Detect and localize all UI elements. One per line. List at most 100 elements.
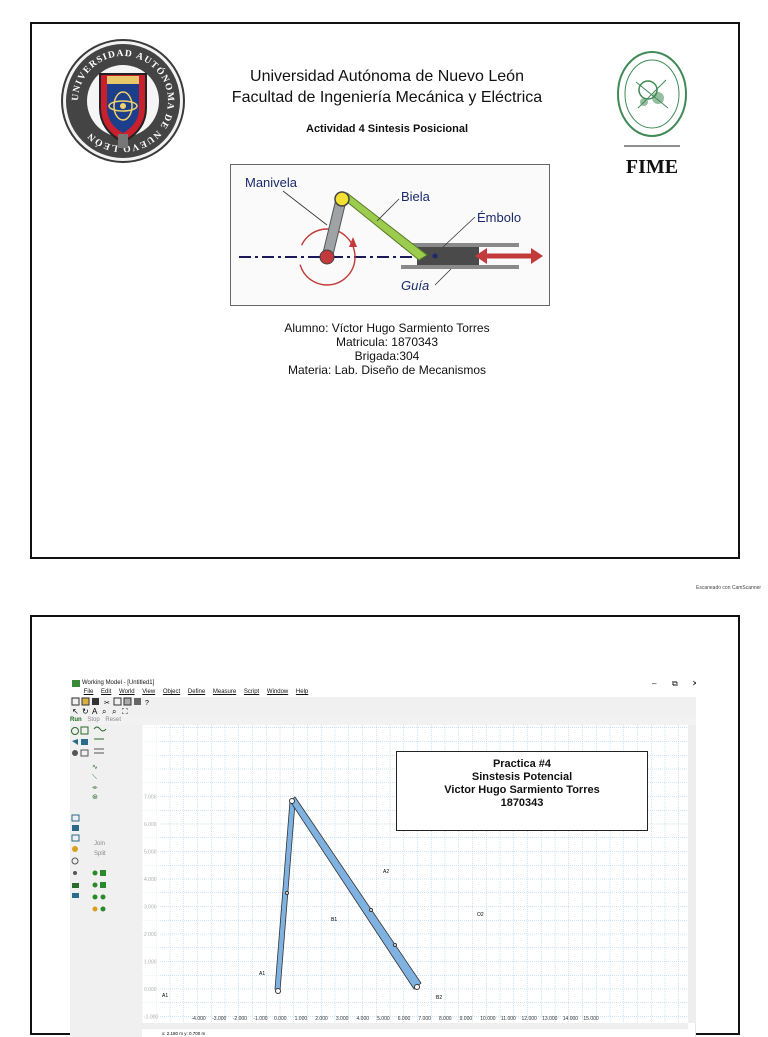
print-icon[interactable] [134, 698, 141, 705]
x-tick-label: 4.000 [357, 1016, 370, 1022]
text-tool-icon[interactable]: A [92, 707, 98, 716]
menu-view[interactable]: View [142, 689, 156, 695]
menu-script[interactable]: Script [243, 689, 260, 695]
paste-icon[interactable] [123, 697, 132, 706]
x-tick-label: 15.000 [583, 1016, 599, 1022]
rectangle-tool-icon[interactable] [80, 726, 89, 735]
split-button[interactable]: Split [94, 851, 106, 857]
x-tick-label: 12.000 [522, 1016, 538, 1022]
menu-bar: File Edit World View Object Define Measu… [70, 688, 696, 697]
rotate-tool-icon[interactable]: ↻ [82, 707, 89, 716]
label-biela: Biela [401, 189, 431, 204]
x-tick-label: 6.000 [398, 1016, 411, 1022]
motor-tool-icon[interactable] [72, 846, 78, 852]
gear-tool-icon[interactable] [72, 893, 79, 898]
x-tick-label: 14.000 [563, 1016, 579, 1022]
menu-edit[interactable]: Edit [101, 689, 112, 695]
point-c[interactable] [393, 943, 397, 947]
x-tick-label: 13.000 [542, 1016, 558, 1022]
polygon-tool-icon[interactable] [72, 739, 78, 745]
activity-title: Actividad 4 Sintesis Posicional [306, 123, 468, 135]
run-controls: Run Stop Reset [70, 715, 150, 725]
pin-b2[interactable] [414, 984, 420, 990]
minimize-button[interactable]: – [652, 679, 657, 688]
mechanism-illustration: Manivela Biela Émbolo Guía [239, 175, 543, 293]
x-tick-label: 1.000 [295, 1016, 308, 1022]
pin-tool-icon[interactable]: ⊛ [92, 794, 98, 801]
x-tick-label: 10.000 [480, 1016, 496, 1022]
save-file-icon[interactable] [92, 698, 99, 705]
slot-tool-icon[interactable]: ⌯ [92, 784, 98, 791]
coordinate-readout: x: 2.180 m y: 0.700 m [162, 1031, 206, 1036]
menu-object[interactable]: Object [162, 689, 181, 695]
screenshot-page: Working Model - [Untitled1] – ⧉ ✕ File E… [30, 615, 740, 1037]
rope-tool-icon[interactable]: ∿ [92, 764, 98, 771]
toolbar-icons: ✂ ? ↖ ↻ A ⌕ ⌕ ⛶ [71, 697, 149, 716]
x-tick-label: 0.000 [274, 1016, 287, 1022]
working-model-window: Working Model - [Untitled1] – ⧉ ✕ File E… [70, 679, 696, 1037]
author-name: Victor Hugo Sarmiento Torres [444, 784, 600, 796]
x-tick-label: 9.000 [460, 1016, 473, 1022]
author-id: 1870343 [500, 797, 544, 809]
keyed-slot-icon[interactable] [71, 834, 80, 842]
tool-palette: ∿ ⟍ ⌯ ⊛ Join Split [70, 725, 142, 1037]
fit-view-icon[interactable]: ⛶ [121, 707, 128, 716]
force-tool-icon[interactable] [73, 871, 77, 875]
actuator-tool-icon[interactable] [71, 857, 79, 865]
close-button[interactable]: ✕ [692, 679, 696, 688]
pointer-tool-icon[interactable]: ↖ [72, 707, 79, 716]
damper-tool-icon[interactable] [94, 748, 104, 754]
reset-button[interactable]: Reset [105, 717, 122, 723]
stop-button[interactable]: Stop [87, 717, 100, 723]
rod-tool-icon[interactable]: ⟍ [92, 773, 97, 781]
crank-slider-diagram: Manivela Biela Émbolo Guía [230, 164, 550, 306]
menu-help[interactable]: Help [295, 689, 309, 695]
x-tick-label: -3.000 [212, 1016, 226, 1022]
menu-measure[interactable]: Measure [212, 689, 237, 695]
help-icon[interactable]: ? [145, 700, 149, 707]
restore-button[interactable]: ⧉ [672, 679, 678, 688]
uanl-seal: UNIVERSIDAD AUTÓNOMA DE NUEVO LEÓN [61, 39, 185, 163]
circle-tool-icon[interactable] [71, 727, 79, 735]
point-b[interactable] [285, 891, 289, 895]
student-id: Matricula: 1870343 [335, 335, 439, 349]
new-file-icon[interactable] [71, 697, 80, 706]
fime-logo: FIME [614, 46, 690, 178]
link-a1-b1[interactable] [274, 800, 296, 992]
copy-icon[interactable] [113, 697, 122, 706]
zoom-tool-icon[interactable]: ⌕ [102, 707, 106, 716]
palette-icons: ∿ ⟍ ⌯ ⊛ Join Split [71, 726, 107, 912]
menu-world[interactable]: World [119, 689, 135, 695]
label-guia: Guía [401, 278, 429, 293]
point-element-icon[interactable] [71, 814, 80, 822]
square-body-icon[interactable] [80, 749, 89, 757]
cut-icon[interactable]: ✂ [104, 700, 110, 707]
vertical-scrollbar[interactable] [688, 725, 696, 1023]
cover-page: UNIVERSIDAD AUTÓNOMA DE NUEVO LEÓN Unive… [30, 22, 740, 559]
zoom-out-icon[interactable]: ⌕ [112, 707, 116, 716]
point-a2[interactable] [369, 908, 373, 912]
torque-tool-icon[interactable] [72, 883, 79, 888]
pin-top[interactable] [289, 798, 295, 804]
practice-topic: Sinstesis Potencial [471, 771, 573, 783]
label-manivela: Manivela [245, 175, 298, 190]
spring-tool-icon[interactable] [93, 726, 107, 740]
student-name: Alumno: Víctor Hugo Sarmiento Torres [284, 321, 490, 335]
square-point-icon[interactable] [72, 825, 79, 831]
label-b1: B1 [331, 917, 337, 923]
toolbar: ✂ ? ↖ ↻ A ⌕ ⌕ ⛶ [70, 697, 696, 716]
join-button[interactable]: Join [94, 841, 105, 847]
simulation-workspace[interactable]: 7.0006.0005.0004.0003.0002.0001.0000.000… [142, 713, 696, 1037]
curved-body-icon[interactable] [81, 739, 88, 745]
menu-file[interactable]: File [83, 689, 94, 695]
menu-define[interactable]: Define [187, 689, 206, 695]
label-b2: B2 [436, 995, 442, 1001]
menu-window[interactable]: Window [266, 689, 289, 695]
title-textbox[interactable]: Practica #4 Sinstesis Potencial Victor H… [396, 751, 648, 831]
open-file-icon[interactable] [81, 697, 90, 706]
pin-a1[interactable] [275, 988, 281, 994]
x-tick-label: 3.000 [336, 1016, 349, 1022]
anchor-tool-icon[interactable] [72, 750, 78, 756]
label-a2: A2 [383, 869, 389, 875]
run-button[interactable]: Run [70, 717, 82, 723]
